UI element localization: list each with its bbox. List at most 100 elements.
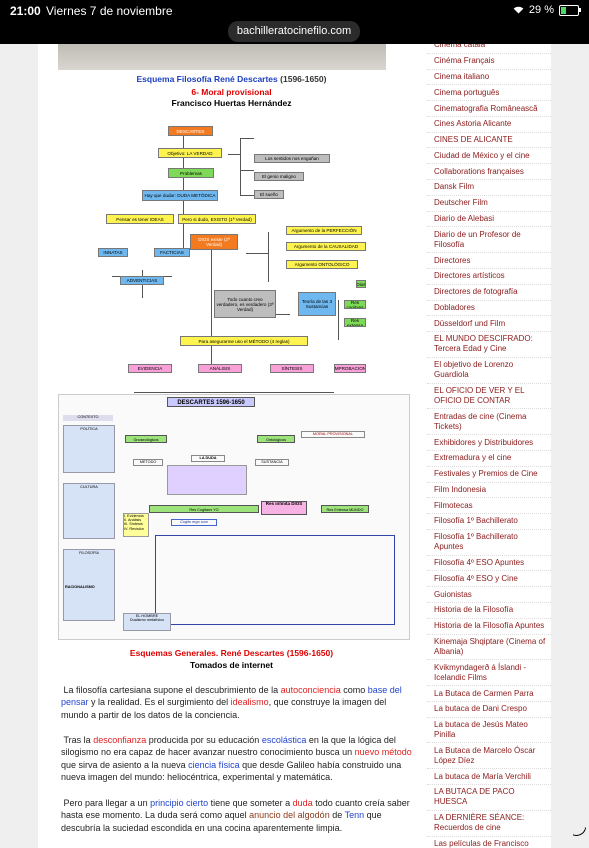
status-indicators: 29 % [513, 4, 581, 16]
connector [240, 195, 254, 196]
link-desconfianza[interactable]: desconfianza [93, 735, 147, 745]
d2-res-cogitans: Res Cogitans YO [149, 505, 259, 513]
main-content: Esquema Filosofía René Descartes (1596-1… [38, 44, 425, 848]
sidebar-link[interactable]: Entradas de cine (Cinema Tickets) [427, 409, 551, 436]
sidebar-link[interactable]: Historia de la Filosofía Apuntes [427, 619, 551, 635]
sidebar-link[interactable]: Kvikmyndagerð á Íslandi - Icelandic Film… [427, 660, 551, 687]
p1-text-d: , que construye la imagen del mundo a pa… [61, 697, 387, 720]
sidebar-link[interactable]: Filosofía 4º ESO y Cine [427, 571, 551, 588]
sidebar-link[interactable]: La butaca de Jesús Mateo Pinilla [427, 718, 551, 744]
sidebar-link[interactable]: Cinema português [427, 85, 551, 102]
sidebar-link[interactable]: Historia de la Filosofía [427, 603, 551, 619]
d2-hombre: EL HOMBRE Dualismo metafísico [123, 613, 171, 631]
p3-text-b: tiene que someter a [208, 798, 293, 808]
sidebar-link[interactable]: Filosofía 4º ESO Apuntes [427, 556, 551, 572]
address-bar[interactable]: bachilleratocinefilo.com [228, 21, 360, 42]
connector [211, 240, 212, 368]
sidebar-link[interactable]: Cines Astoria Alicante [427, 117, 551, 133]
sidebar-link[interactable]: Filmotecas [427, 498, 551, 515]
sidebar-link[interactable]: CINES DE ALICANTE [427, 133, 551, 149]
descartes-diagram: DESCARTES Objetivo: LA VERDAD Problemas … [98, 120, 366, 393]
sidebar-link[interactable]: Filosofía 1º Bachillerato Apuntes [427, 530, 551, 556]
d2-ontologicos: Ontológicos [257, 435, 295, 443]
sidebar-link[interactable]: Directores [427, 253, 551, 269]
d2-la-duda: LA DUDA [191, 455, 225, 462]
link-ciencia-fisica[interactable]: ciencia física [188, 759, 240, 770]
box-duda: Hay que dudar: DUDA METÓDICA [142, 190, 218, 201]
sidebar-link[interactable]: Cinema italiano [427, 70, 551, 86]
connector [240, 138, 241, 196]
sidebar-link[interactable]: EL OFICIO DE VER Y EL OFICIO DE CONTAR [427, 384, 551, 410]
sidebar-link[interactable]: Diario de un Profesor de Filosofía [427, 227, 551, 254]
d2-regla-3: III. Síntesis [124, 522, 143, 527]
sidebar-link[interactable]: Filosofía 1º Bachillerato [427, 514, 551, 530]
sidebar-link[interactable]: Exhibidores y Distribuidores [427, 435, 551, 451]
sidebar-link[interactable]: EL MUNDO DESCIFRADO: Tercera Edad y Cine [427, 332, 551, 358]
p2-text-b: producida por su educación [146, 735, 262, 745]
link-principio-cierto[interactable]: principio cierto [150, 798, 209, 808]
box-innatas: INNATAS [98, 248, 128, 257]
d2-regla-2: II. Análisis [124, 518, 142, 523]
connector [240, 170, 254, 171]
sidebar-link[interactable]: Diario de Alebasi [427, 212, 551, 228]
header-image [58, 44, 386, 70]
sidebar-link[interactable]: Cinéma Français [427, 54, 551, 70]
paragraph-2: Tras la desconfianza producida por su ed… [61, 734, 413, 784]
link-escolastica[interactable]: escolástica [261, 735, 307, 745]
box-objetivo: Objetivo: LA VERDAD [158, 148, 222, 158]
d2-metodo: MÉTODO [133, 459, 163, 466]
sidebar-link[interactable]: El objetivo de Lorenzo Guardiola [427, 358, 551, 384]
article-author: Francisco Huertas Hernández [171, 98, 292, 108]
refresh-spinner-icon [572, 824, 587, 839]
sidebar-link[interactable]: Directores de fotografía [427, 285, 551, 301]
box-sentidos: Los sentidos nos engañan [254, 154, 330, 163]
sidebar-link[interactable]: Festivales y Premios de Cine [427, 467, 551, 483]
sidebar-link[interactable]: Extremadura y el cine [427, 451, 551, 467]
sidebar-link[interactable]: Dansk Film [427, 180, 551, 196]
descartes-general-diagram: DESCARTES 1596-1650 CONTEXTO POLÍTICA CU… [58, 394, 410, 640]
link-nuevo-metodo[interactable]: nuevo método [354, 747, 412, 758]
box-comprobaciones: COMPROBACIONES [334, 364, 366, 373]
connector [228, 154, 240, 155]
sidebar-link[interactable]: Deutscher Film [427, 196, 551, 212]
sidebar-link[interactable]: La Butaca de Marcelo Óscar López Díez [427, 743, 551, 770]
sidebar-link[interactable]: Düsseldorf und Film [427, 316, 551, 333]
p2-text-d: que sirva de asiento a la nueva [61, 759, 189, 770]
link-idealismo[interactable]: idealismo [230, 697, 269, 708]
link-duda[interactable]: duda [292, 798, 313, 808]
sidebar-link[interactable]: La butaca de María Verchili [427, 769, 551, 786]
link-autoconciencia[interactable]: autoconciencia [280, 685, 341, 695]
box-res-cogitans: Res cogitans [344, 300, 366, 309]
d2-duda-types [167, 465, 247, 495]
box-teoria: Teoría de las 3 Sustancias [298, 292, 336, 316]
article-title-years: (1596-1650) [280, 74, 327, 84]
sidebar-link[interactable]: LA BUTACA DE PACO HUESCA [427, 785, 551, 811]
link-tenn[interactable]: Tenn [344, 810, 365, 821]
sidebar-link[interactable]: Collaborations françaises [427, 164, 551, 181]
sidebar-link[interactable]: Film Indonesia [427, 483, 551, 499]
d2-filosofia: FILOSOFÍA [63, 549, 115, 621]
paragraph-1: La filosofía cartesiana supone el descub… [61, 684, 413, 721]
sidebar-link[interactable]: Guionistas [427, 587, 551, 603]
sidebar-link[interactable]: LA DERNIÈRE SÉANCE: Recuerdos de cine [427, 811, 551, 837]
sidebar-link[interactable]: Las películas de Francisco Huertas [427, 837, 551, 848]
sidebar-link[interactable]: Dobladores [427, 301, 551, 317]
box-existo: Pero si dudo, EXISTO (1ª Verdad) [178, 214, 256, 224]
d2-dualismo: Dualismo metafísico [129, 618, 165, 623]
link-anuncio-del-algodon[interactable]: anuncio del algodón [249, 810, 330, 821]
sidebar-link[interactable]: Ciudad de México y el cine [427, 148, 551, 165]
sidebar-link[interactable]: Cinema català [427, 44, 551, 54]
p3-text-c: todo cuanto creía saber hasta ese moment… [61, 798, 410, 821]
link-base-del-pensar[interactable]: base del pensar [61, 685, 402, 708]
sidebar-link[interactable]: Directores artísticos [427, 269, 551, 285]
d2-hombre-label: EL HOMBRE [135, 614, 159, 618]
sidebar-link[interactable]: La Butaca de Carmen Parra [427, 686, 551, 702]
d2-regla-1: I. Evidencia [124, 514, 144, 518]
sidebar-link[interactable]: Cinematografia Românească [427, 101, 551, 117]
article-title-text: Esquema Filosofía René Descartes [136, 74, 278, 84]
sidebar-link[interactable]: La butaca de Dani Crespo [427, 702, 551, 718]
status-time: 21:00 [10, 4, 41, 18]
box-problemas: Problemas [168, 168, 214, 178]
sidebar-link[interactable]: Kinemaja Shqiptare (Cinema of Albania) [427, 635, 551, 661]
